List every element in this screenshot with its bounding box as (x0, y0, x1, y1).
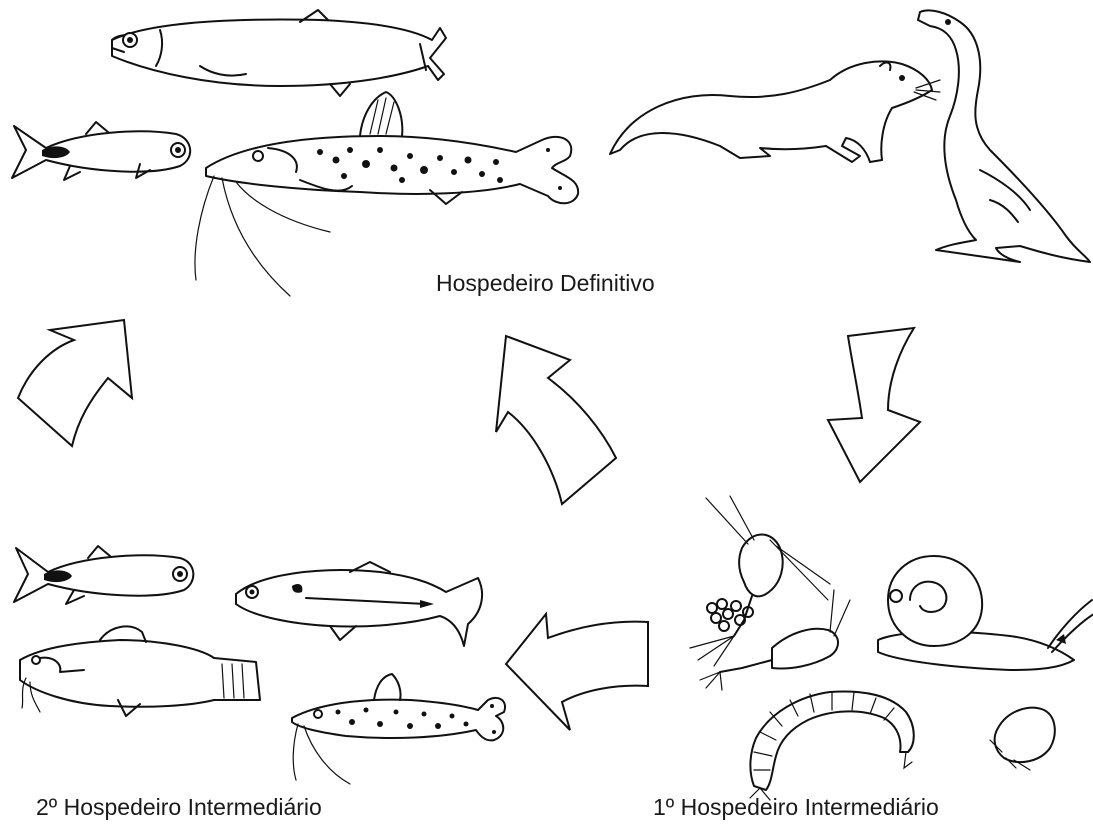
ostracod-illustration (990, 708, 1055, 770)
catfish-2-illustration (292, 674, 505, 784)
arrow-to-second-intermediate-host (506, 614, 648, 730)
catfish-illustration (195, 92, 578, 296)
otter-illustration (610, 61, 940, 162)
characin-fish-2-illustration (14, 546, 193, 604)
cormorant-illustration (918, 10, 1090, 262)
definitive-host-label: Hospedeiro Definitivo (436, 270, 655, 297)
goby-fish-illustration (20, 626, 260, 716)
first-intermediate-host-label: 1º Hospedeiro Intermediário (653, 794, 939, 821)
chironomid-larva-illustration (750, 692, 914, 800)
copepod-2-illustration (700, 590, 850, 690)
minnow-fish-illustration (236, 562, 482, 646)
predatory-fish-illustration (112, 10, 446, 96)
snail-illustration (878, 556, 1093, 670)
arrow-from-first-host-upward (496, 336, 616, 504)
arrow-to-definitive-host (18, 320, 132, 446)
characin-fish-illustration (12, 122, 190, 180)
arrow-to-first-intermediate-host (828, 328, 920, 482)
second-intermediate-host-label: 2º Hospedeiro Intermediário (36, 794, 322, 821)
